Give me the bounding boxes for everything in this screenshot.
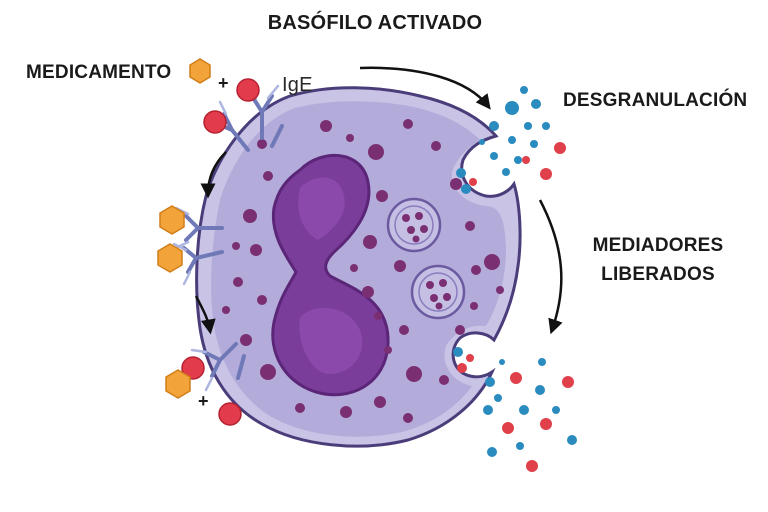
curved-arrow-icon <box>194 66 563 335</box>
granule-vesicle <box>386 197 442 253</box>
released-mediators-upper <box>479 86 566 180</box>
cytoplasmic-granules <box>222 119 504 423</box>
ige-label: IgE <box>282 74 313 96</box>
ige-antibody-icon <box>182 94 284 380</box>
nucleus-highlight-lower <box>299 307 363 375</box>
degranulation-pocket-lower <box>453 347 474 373</box>
hexagon-drug-icon <box>157 58 211 399</box>
released-mediators-lower <box>483 358 577 472</box>
diagram-title: BASÓFILO ACTIVADO <box>267 12 483 34</box>
granule-vesicle <box>410 264 466 320</box>
plus-sign: + <box>218 73 229 93</box>
basophil-cell <box>195 86 522 448</box>
nucleus-highlight <box>298 177 345 240</box>
mediators-label-line2: LIBERADOS <box>601 264 715 285</box>
degranulation-label: DESGRANULACIÓN <box>563 90 748 111</box>
drug-label: MEDICAMENTO <box>26 62 172 83</box>
antigen-sphere-icon <box>181 78 260 426</box>
plus-sign: + <box>198 391 209 411</box>
mediators-label-line1: MEDIADORES <box>592 235 724 256</box>
degranulation-pocket-upper <box>456 168 477 194</box>
